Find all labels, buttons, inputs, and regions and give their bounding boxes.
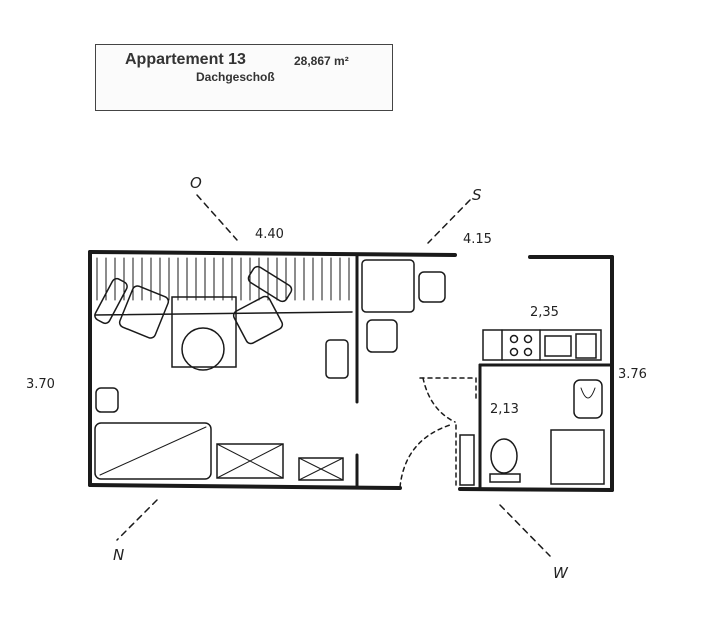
toilet-bowl xyxy=(490,438,518,474)
wardrobe xyxy=(361,259,415,313)
fridge xyxy=(575,333,597,359)
kitchen-counter xyxy=(482,329,602,361)
dimension-bath: 2,13 xyxy=(490,402,519,417)
hall-stool xyxy=(418,271,446,303)
compass-line-east xyxy=(196,194,238,241)
hob-burner-4 xyxy=(523,347,533,357)
armchair xyxy=(118,285,170,339)
toilet-tank xyxy=(489,473,521,483)
floor-label: Dachgeschoß xyxy=(196,70,275,84)
exterior-walls xyxy=(88,250,614,492)
compass-east-label: O xyxy=(190,174,202,192)
compass-west-label: W xyxy=(553,564,569,582)
round-chair xyxy=(181,327,225,371)
dimension-top-left: 4.40 xyxy=(255,227,284,242)
bath-cabinet xyxy=(459,434,475,486)
armchair-left xyxy=(94,277,128,325)
washbasin-bowl xyxy=(580,387,596,399)
door-swings xyxy=(399,377,477,488)
compass-line-north xyxy=(116,499,158,541)
small-stool xyxy=(95,387,119,413)
apartment-area: 28,867 m² xyxy=(294,54,349,68)
shower-tray xyxy=(550,429,605,485)
dimension-left: 3.70 xyxy=(26,377,55,392)
bed xyxy=(94,422,212,480)
compass-north-label: N xyxy=(113,546,124,564)
compass-south-label: S xyxy=(472,186,482,204)
side-cabinet xyxy=(325,339,349,379)
hallway-furniture xyxy=(361,259,446,353)
kitchen-unit xyxy=(482,329,602,361)
apartment-title: Appartement 13 xyxy=(125,51,246,68)
living-room-furniture xyxy=(94,265,349,481)
compass-line-west xyxy=(499,504,551,557)
entrance-door-swing xyxy=(399,424,451,488)
bed-diagonal xyxy=(99,426,207,476)
hall-chair xyxy=(366,319,398,353)
hob-burner-2 xyxy=(523,334,533,344)
dimension-kitchen: 2,35 xyxy=(530,305,559,320)
title-box: Appartement 13 28,867 m² Dachgeschoß xyxy=(95,44,393,111)
kitchen-sink xyxy=(544,335,572,357)
washbasin xyxy=(573,379,603,419)
hob-burner-3 xyxy=(509,347,519,357)
compass-line-south xyxy=(427,199,471,244)
roof-slope-hatching xyxy=(94,257,353,316)
interior-walls xyxy=(355,253,612,489)
footstool xyxy=(247,265,293,303)
armchair-right xyxy=(232,295,284,345)
dimension-top-right: 4.15 xyxy=(463,232,492,247)
dining-table xyxy=(171,296,237,368)
dimension-right: 3.76 xyxy=(618,367,647,382)
bathroom-door-frame xyxy=(419,377,477,399)
hob-burner-1 xyxy=(509,334,519,344)
bathroom-fixtures xyxy=(459,379,605,486)
storage-box-1 xyxy=(216,443,284,479)
storage-box-2 xyxy=(298,457,344,481)
bathroom-door-swing xyxy=(422,377,456,423)
